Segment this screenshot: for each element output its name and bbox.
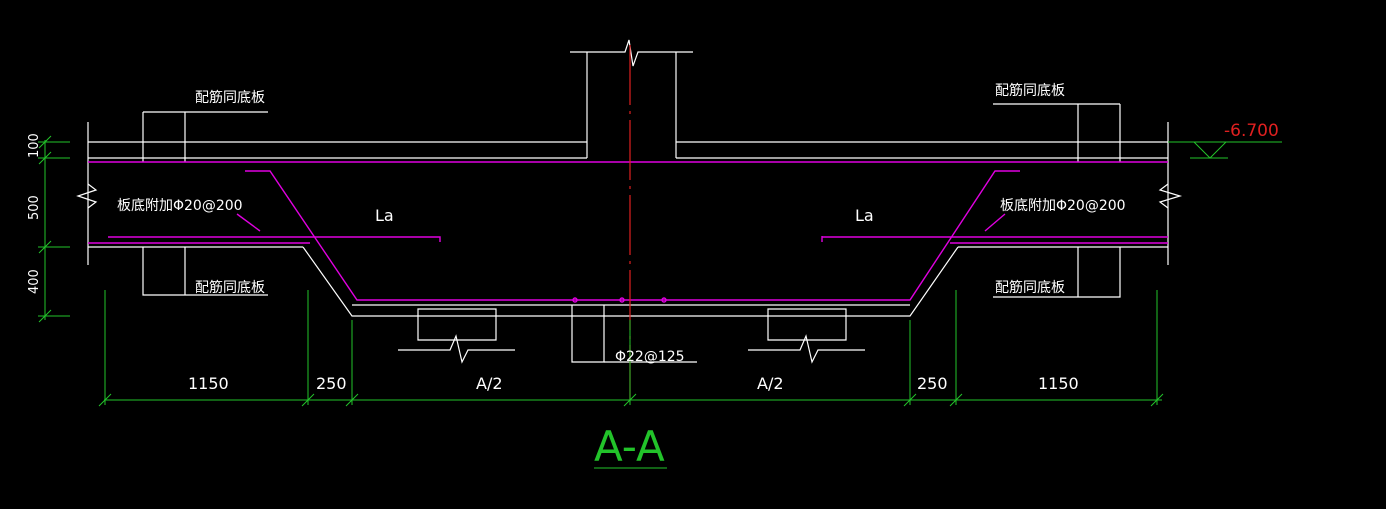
breakout-right — [748, 308, 865, 364]
dim-h-1150-right: 1150 — [1038, 374, 1079, 393]
label-top-left: 配筋同底板 — [195, 89, 265, 106]
dim-h-250-right: 250 — [917, 374, 948, 393]
label-bottom-bar: Φ22@125 — [615, 349, 685, 365]
label-top-right: 配筋同底板 — [995, 82, 1065, 99]
dim-h-1150-left: 1150 — [188, 374, 229, 393]
break-mark-right — [1158, 183, 1183, 209]
slab-top — [87, 122, 1169, 265]
center-box — [571, 305, 697, 363]
section-title-text: A-A — [594, 422, 665, 471]
label-la-right: La — [855, 206, 874, 225]
dim-v-100: 100 — [27, 133, 42, 158]
label-la-left: La — [375, 206, 394, 225]
label-bottom-right: 配筋同底板 — [995, 279, 1065, 296]
breakout-left — [398, 308, 515, 364]
label-bottom-left: 配筋同底板 — [195, 279, 265, 296]
section-title: A-A — [594, 422, 667, 471]
dim-h-a2-right: A/2 — [757, 374, 784, 393]
dim-h-a2-left: A/2 — [476, 374, 503, 393]
reference-boxes — [142, 103, 1121, 298]
elevation-text: -6.700 — [1224, 121, 1279, 141]
elevation-marker: -6.700 — [1168, 121, 1282, 159]
dim-h-250-left: 250 — [316, 374, 347, 393]
vertical-dimension: 100 500 400 — [27, 133, 70, 323]
column — [570, 39, 693, 158]
dim-v-400: 400 — [27, 269, 42, 294]
dim-v-500: 500 — [27, 195, 42, 220]
rebar-lines — [88, 161, 1168, 303]
label-add-right: 板底附加Φ20@200 — [1000, 198, 1126, 214]
pit-outline — [302, 246, 959, 317]
horizontal-dimension: 1150 250 A/2 A/2 250 1150 — [98, 290, 1164, 407]
break-mark-left — [76, 183, 98, 209]
label-add-left: 板底附加Φ20@200 — [117, 198, 243, 214]
